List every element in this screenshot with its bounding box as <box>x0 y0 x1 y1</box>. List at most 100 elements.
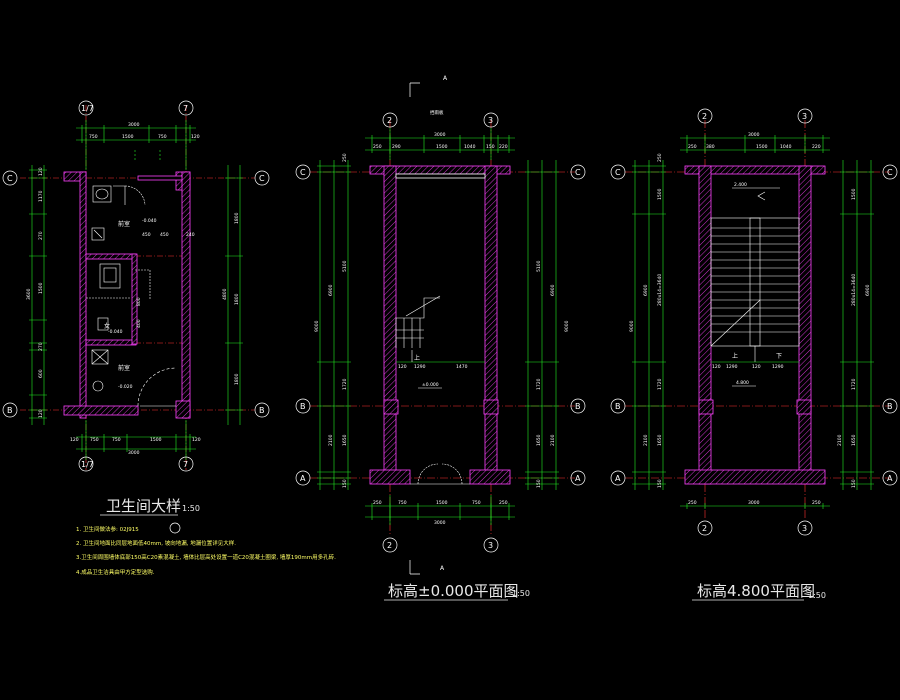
ground-door-icon <box>417 463 463 485</box>
upper-title: 标高4.800平面图 <box>697 582 815 600</box>
upper-elevation-mid: 4.800 <box>736 380 749 386</box>
ground-axis-b-left: B <box>300 402 306 411</box>
detail-small-dim-b: 450 <box>160 232 169 238</box>
ground-stair-dim-b: 1290 <box>414 364 426 370</box>
ground-dim-bottom-2: 1500 <box>436 500 448 506</box>
detail-left-dim: 600 <box>38 369 44 378</box>
upper-dim-top-1: 380 <box>706 144 715 150</box>
detail-dim-bottom-1: 750 <box>90 437 99 443</box>
ground-left-dims: 250 5100 1720 1650 150 6900 2100 9000 <box>314 153 348 488</box>
squat-toilet-icon <box>97 317 109 331</box>
detail-small-dim-d: 800 <box>136 297 142 306</box>
upper-left-dim: 2100 <box>643 434 649 446</box>
upper-axis-3-bottom: 3 <box>802 524 807 533</box>
detail-elev-2: -0.040 <box>108 329 123 335</box>
detail-note-4: 4.成品卫生洁具由甲方定型选购. <box>76 568 155 576</box>
upper-stair-up: 上 <box>732 352 738 360</box>
ground-floor-plan: A A 2 3 2 3 C C B B A A 挡雨板 3000 250 290… <box>295 75 586 601</box>
upper-left-dim: 250 <box>657 153 663 162</box>
ground-left-total-2: 9000 <box>314 320 320 332</box>
detail-axis-bubbles <box>2 100 270 534</box>
detail-dim-bottom-total: 3000 <box>128 450 140 456</box>
ground-axis-lines <box>310 120 575 535</box>
detail-small-dim-a: 450 <box>142 232 151 238</box>
upper-axis-lines <box>625 120 890 520</box>
mop-sink-icon <box>91 349 109 365</box>
ground-left-dim: 5100 <box>342 260 348 272</box>
detail-title: 卫生间大样 <box>106 497 181 515</box>
ground-left-dim: 1650 <box>342 434 348 446</box>
detail-dim-top-1: 750 <box>89 134 98 140</box>
ground-right-total-1: 6900 <box>550 284 556 296</box>
upper-left-dim: 1500 <box>657 188 663 200</box>
upper-axis-c-left: C <box>615 168 621 177</box>
ground-dim-top-1: 290 <box>392 144 401 150</box>
ground-left-dim: 1720 <box>342 378 348 390</box>
detail-dim-top-4: 120 <box>191 134 200 140</box>
upper-stair-dim-c: 120 <box>752 364 761 370</box>
detail-axis-top-left: 1/7 <box>81 104 94 113</box>
detail-axis-c-left: C <box>7 174 13 183</box>
ground-left-dim: 150 <box>342 479 348 488</box>
ground-stair-up: 上 <box>414 354 420 362</box>
ground-dim-top-4: 150 <box>486 144 495 150</box>
detail-right-dim: 1800 <box>234 293 240 305</box>
ground-elevation: ±0.000 <box>422 382 439 388</box>
detail-right-dims: 1800 1800 1800 4800 <box>222 212 240 385</box>
upper-stair-down: 下 <box>776 353 782 360</box>
detail-dim-top-total: 3000 <box>128 122 140 128</box>
ground-right-dim: 1720 <box>536 378 542 390</box>
floor-drain-icon <box>92 380 104 392</box>
detail-axis-top-right: 7 <box>183 104 188 113</box>
upper-axis-2-bottom: 2 <box>702 524 707 533</box>
upper-axis-bubbles <box>610 108 898 536</box>
detail-room-toilet: 女 <box>104 322 110 330</box>
upper-stair-dim-b: 1290 <box>726 364 738 370</box>
upper-left-total-2: 9000 <box>629 320 635 332</box>
ground-dim-bottom-3: 750 <box>472 500 481 506</box>
upper-dim-bottom-2: 250 <box>812 500 821 506</box>
upper-walls <box>684 165 826 485</box>
upper-right-dims: 1500 280x14=3640 1720 1650 150 6900 2100 <box>837 188 871 488</box>
upper-left-dim: 1650 <box>657 434 663 446</box>
ground-right-total-2: 2100 <box>550 434 556 446</box>
detail-axis-bottom-right: 7 <box>183 460 188 469</box>
upper-left-dim: 280x14=3640 <box>657 274 663 306</box>
ground-section-bottom: A <box>440 565 445 572</box>
detail-left-dim: 270 <box>38 342 44 351</box>
toilet-icon <box>91 227 105 241</box>
ground-left-dim: 250 <box>342 153 348 162</box>
upper-stair-dim-a: 120 <box>712 364 721 370</box>
upper-dim-top-4: 220 <box>812 144 821 150</box>
upper-dim-bottom-1: 3000 <box>748 500 760 506</box>
ground-axis-c-left: C <box>300 168 306 177</box>
ground-right-dim: 150 <box>536 479 542 488</box>
detail-dim-top-3: 750 <box>158 134 167 140</box>
ground-left-dim: 2100 <box>328 434 334 446</box>
detail-scale: 1:50 <box>182 504 200 513</box>
ground-section-top: A <box>443 75 448 82</box>
detail-walls <box>63 171 191 419</box>
ground-axis-2-top: 2 <box>387 116 392 125</box>
upper-axis-c-right: C <box>887 168 893 177</box>
ground-dim-bottom-total: 3000 <box>434 520 446 526</box>
shower-tray-icon <box>99 263 121 289</box>
ground-right-total-3: 9000 <box>564 320 570 332</box>
upper-dim-top-3: 1040 <box>780 144 792 150</box>
detail-left-dim: 120 <box>38 167 44 176</box>
ground-dim-top-5: 220 <box>499 144 508 150</box>
upper-elevation-top: 2.400 <box>734 182 747 188</box>
ground-scale: 1:50 <box>512 589 530 598</box>
upper-left-dims: 250 1500 280x14=3640 1720 1650 150 6900 … <box>629 153 663 488</box>
ground-top-label: 挡雨板 <box>430 109 444 116</box>
detail-dim-bottom-3: 1500 <box>150 437 162 443</box>
detail-elev-3: -0.020 <box>118 384 133 390</box>
detail-axis-b-right: B <box>259 406 265 415</box>
detail-fixtures <box>86 185 177 407</box>
detail-room-shower: 前室 <box>118 364 130 372</box>
upper-axis-b-right: B <box>887 402 893 411</box>
upper-right-dim: 1720 <box>851 378 857 390</box>
detail-left-total: 3600 <box>26 288 32 300</box>
detail-small-dim-c: 240 <box>186 232 195 238</box>
